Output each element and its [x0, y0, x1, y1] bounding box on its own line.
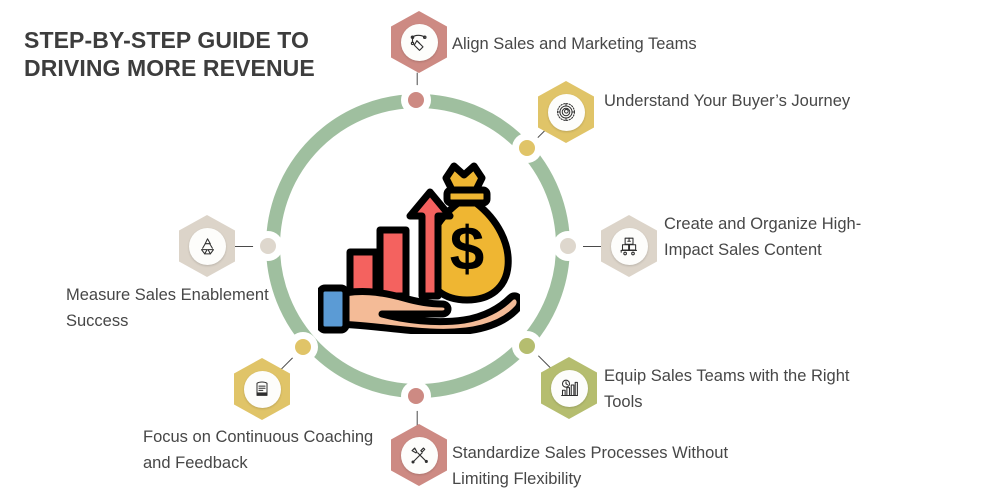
document-clipboard-icon [252, 379, 272, 400]
ring-dot-align-sales-marketing [401, 85, 431, 115]
step-icon-align-sales-marketing[interactable] [391, 11, 447, 73]
step-label-standardize-processes: Standardize Sales Processes Without Limi… [452, 444, 729, 488]
step-label-understand-buyer-journey: Understand Your Buyer’s Journey [604, 92, 851, 110]
connector-line-create-organize-content [583, 246, 605, 248]
step-icon-standardize-processes[interactable] [391, 424, 447, 486]
page-title: STEP-BY-STEP GUIDE TO DRIVING MORE REVEN… [24, 27, 315, 82]
ring-dot-continuous-coaching [288, 332, 318, 362]
step-label-continuous-coaching: Focus on Continuous Coaching and Feedbac… [143, 428, 374, 472]
ring-dot-create-organize-content [553, 231, 583, 261]
step-label-create-organize-content: Create and Organize High-Impact Sales Co… [664, 215, 862, 259]
step-icon-understand-buyer-journey[interactable] [538, 81, 594, 143]
ring-dot-standardize-processes [401, 381, 431, 411]
step-icon-measure-enablement-success[interactable] [179, 215, 235, 277]
step-label-align-sales-marketing: Align Sales and Marketing Teams [452, 35, 697, 53]
crossed-tools-icon [409, 445, 430, 466]
ring-dot-measure-enablement-success [253, 231, 283, 261]
step-label-measure-enablement-success: Measure Sales Enablement Success [66, 286, 269, 330]
recycle-icon [197, 236, 218, 257]
connector-line-measure-enablement-success [234, 246, 256, 248]
svg-text:$: $ [450, 215, 484, 284]
step-icon-equip-sales-tools[interactable] [541, 357, 597, 419]
target-pen-icon [409, 32, 430, 53]
bar-chart-clock-icon [559, 378, 580, 399]
center-illustration: $ [316, 148, 524, 336]
ring-dot-understand-buyer-journey [512, 133, 542, 163]
package-cart-icon [619, 236, 640, 257]
step-label-equip-sales-tools: Equip Sales Teams with the Right Tools [604, 367, 850, 411]
gear-spiral-icon [555, 101, 577, 123]
step-icon-create-organize-content[interactable] [601, 215, 657, 277]
step-icon-continuous-coaching[interactable] [234, 358, 290, 420]
ring-dot-equip-sales-tools [512, 331, 542, 361]
